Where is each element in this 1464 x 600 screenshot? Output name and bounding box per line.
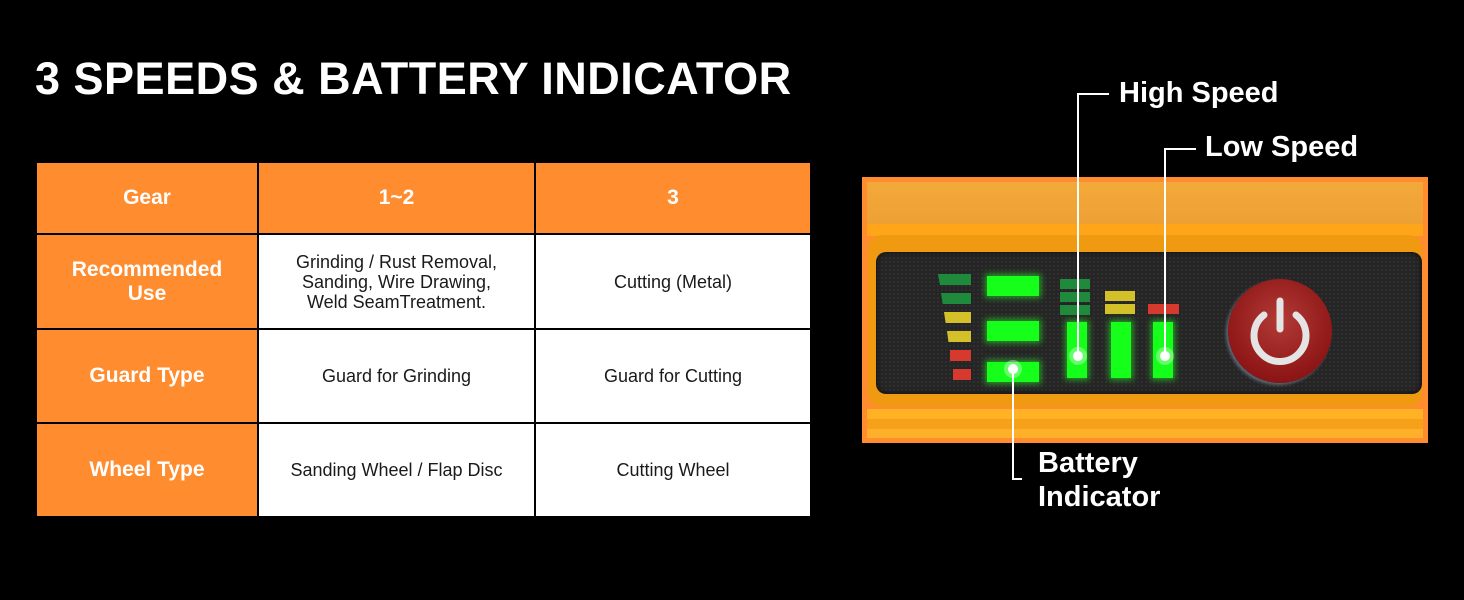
- label-battery-line: Indicator: [1038, 481, 1161, 513]
- table-row: Guard Type Guard for Grinding Guard for …: [35, 328, 812, 424]
- label-low-speed: Low Speed: [1205, 131, 1359, 163]
- row-label-wheel-type: Wheel Type: [35, 422, 259, 518]
- cell-line: Weld SeamTreatment.: [306, 291, 487, 312]
- table-row: Wheel Type Sanding Wheel / Flap Disc Cut…: [35, 422, 812, 518]
- speed-scale-bar: [1060, 292, 1090, 302]
- label-battery-line: Battery: [1038, 447, 1138, 479]
- cell-recommended-use-gear-3: Cutting (Metal): [534, 233, 812, 330]
- cell-guard-type-gear-1-2: Guard for Grinding: [257, 328, 536, 424]
- callout-line-battery: [1012, 478, 1022, 480]
- battery-led-high: [987, 276, 1039, 296]
- device-band: [867, 224, 1423, 236]
- device-bottom-stripe: [867, 409, 1423, 419]
- cell-line: Sanding, Wire Drawing,: [301, 271, 492, 292]
- header-gear: Gear: [35, 161, 259, 235]
- speed-scale-bar: [1148, 304, 1179, 314]
- battery-led-mid: [987, 321, 1039, 341]
- callout-line-high-speed: [1077, 93, 1079, 356]
- speed-scale-bar: [1105, 304, 1135, 314]
- power-icon: [1250, 297, 1310, 365]
- battery-scale-bar: [944, 312, 971, 323]
- page-title: 3 SPEEDS & BATTERY INDICATOR: [35, 53, 792, 104]
- callout-line-battery: [1012, 369, 1014, 480]
- row-label-line: Use: [127, 281, 167, 305]
- indicator-screen: [876, 252, 1422, 394]
- gear-spec-table: Gear 1~2 3 Recommended Use Grinding / Ru…: [35, 161, 812, 518]
- cell-wheel-type-gear-1-2: Sanding Wheel / Flap Disc: [257, 422, 536, 518]
- speed-led-low: [1153, 322, 1173, 378]
- table-header-row: Gear 1~2 3: [35, 161, 812, 235]
- row-label-line: Recommended: [71, 257, 223, 281]
- table-row: Recommended Use Grinding / Rust Removal,…: [35, 233, 812, 330]
- battery-scale-bar: [947, 331, 971, 342]
- label-high-speed: High Speed: [1119, 77, 1279, 109]
- cell-wheel-type-gear-3: Cutting Wheel: [534, 422, 812, 518]
- speed-scale-bar: [1060, 279, 1090, 289]
- speed-scale-bar: [1060, 305, 1090, 315]
- speed-scale-bar: [1105, 291, 1135, 301]
- cell-line: Grinding / Rust Removal,: [295, 251, 498, 272]
- battery-scale-bar: [941, 293, 971, 304]
- cell-recommended-use-gear-1-2: Grinding / Rust Removal, Sanding, Wire D…: [257, 233, 536, 330]
- label-battery-indicator: Battery Indicator: [1038, 446, 1160, 514]
- header-gear-1-2: 1~2: [257, 161, 536, 235]
- power-button[interactable]: [1228, 279, 1332, 383]
- device-top-surface: [867, 182, 1423, 224]
- device-bottom-stripe: [867, 429, 1423, 438]
- row-label-recommended-use: Recommended Use: [35, 233, 259, 330]
- row-label-guard-type: Guard Type: [35, 328, 259, 424]
- battery-scale-bar: [938, 274, 971, 285]
- speed-led-medium: [1111, 322, 1131, 378]
- callout-line-low-speed: [1164, 148, 1166, 356]
- device-bottom-stripe: [867, 419, 1423, 429]
- callout-dot-low-speed: [1160, 351, 1170, 361]
- battery-scale-bar: [953, 369, 971, 380]
- cell-guard-type-gear-3: Guard for Cutting: [534, 328, 812, 424]
- callout-line-low-speed: [1164, 148, 1196, 150]
- battery-scale-bar: [950, 350, 971, 361]
- callout-line-high-speed: [1077, 93, 1109, 95]
- callout-dot-high-speed: [1073, 351, 1083, 361]
- header-gear-3: 3: [534, 161, 812, 235]
- device-control-panel: [862, 177, 1428, 443]
- callout-dot-battery: [1008, 364, 1018, 374]
